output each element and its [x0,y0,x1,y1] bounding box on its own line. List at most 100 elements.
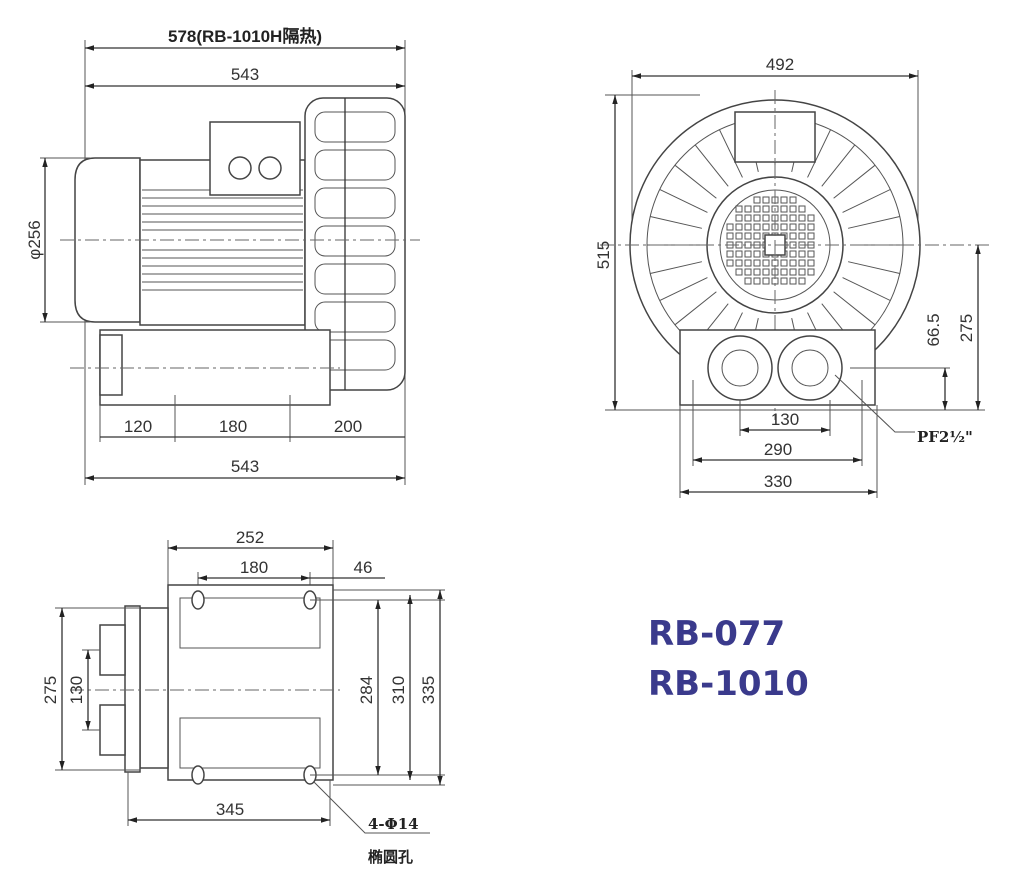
housing-rib [807,129,831,178]
grille-slot [780,268,788,276]
grille-slot [735,223,743,231]
housing-rib [674,291,717,326]
grille-slot [789,196,797,204]
housing-rib [842,189,891,213]
dim-label-310: 310 [389,676,408,704]
hole-type-label: 椭圆孔 [368,848,413,866]
housing-rib [842,277,891,301]
grille-slot [744,277,752,285]
port-stub [99,624,126,676]
grille-slot [789,223,797,231]
grille-slot [753,259,761,267]
grille-slot [762,214,770,222]
grille-slot [744,250,752,258]
grille-slot [780,196,788,204]
grille-slot [807,250,815,258]
grille-slot [753,277,761,285]
grille-slot [789,277,797,285]
grille-slot [744,214,752,222]
housing-rib [833,291,876,326]
dim-label-543-top: 543 [231,65,259,84]
grille-slot [780,277,788,285]
grille-slot [789,232,797,240]
housing-rib [659,277,708,301]
inlet-port [707,335,773,401]
housing-rib [848,261,900,274]
grille-slot [798,250,806,258]
grille-slot [735,205,743,213]
housing-rib [821,144,856,187]
grille-slot [807,214,815,222]
grille-slot [744,232,752,240]
grille-slot [726,259,734,267]
housing-rib [719,129,743,178]
dim-label-66-5: 66.5 [924,313,943,346]
grille-slot [798,277,806,285]
terminal-box [209,121,301,196]
port-stub [99,704,126,756]
grille-slot [753,250,761,258]
port-leader-line [834,374,915,433]
flange [139,607,169,769]
dim-label-335: 335 [419,676,438,704]
dim-label-46: 46 [354,558,373,577]
grille-slot [798,214,806,222]
front-view: 492 515 275 66.5 130 290 [594,55,990,498]
grille-slot [798,268,806,276]
grille-slot [789,268,797,276]
grille-slot [726,223,734,231]
grille-slot [780,259,788,267]
dim-label-252: 252 [236,528,264,547]
dim-label-130b: 130 [67,676,86,704]
grille-slot [771,205,779,213]
base-end-plate [99,334,123,396]
grille-slot [789,205,797,213]
dim-label-284: 284 [357,676,376,704]
grille-slot [807,223,815,231]
housing-rib [694,144,729,187]
grille-slot [726,232,734,240]
dim-label-330: 330 [764,472,792,491]
housing-rib [659,189,708,213]
grille-slot [744,259,752,267]
hole-spec-label: 4-Φ14 [368,815,419,833]
grille-slot [735,268,743,276]
grille-slot [780,214,788,222]
bottom-view: 252 180 46 275 130 284 [41,528,445,866]
grille-slot [789,259,797,267]
grille-slot [789,214,797,222]
grille-slot [807,268,815,276]
dim-label-130: 130 [771,410,799,429]
grille-slot [753,214,761,222]
cable-gland-icon [258,156,282,180]
motor-fins [142,189,303,291]
dim-label-543-bottom: 543 [231,457,259,476]
grille-slot [762,277,770,285]
cable-gland-icon [228,156,252,180]
dim-label-345: 345 [216,800,244,819]
dim-label-578: 578(RB-1010H隔热) [168,26,322,46]
dim-label-180b: 180 [240,558,268,577]
motor-fan-cover [74,157,141,323]
grille-slot [789,250,797,258]
grille-slot [726,250,734,258]
grille-slot [735,214,743,222]
guard-ribs [314,111,396,371]
grille-slot [744,205,752,213]
mounting-hole-icon [191,590,205,610]
grille-slot [744,223,752,231]
base-plate [167,584,334,781]
dim-label-180: 180 [219,417,247,436]
grille-slot [780,223,788,231]
grille-slot [798,232,806,240]
grille-slot [807,259,815,267]
housing-ribs [647,117,903,373]
grille-slot [762,223,770,231]
grille-slot [735,232,743,240]
grille-slot [780,205,788,213]
dim-label-200: 200 [334,417,362,436]
grille-slot [753,205,761,213]
grille-slot [735,250,743,258]
grille-slot [798,259,806,267]
